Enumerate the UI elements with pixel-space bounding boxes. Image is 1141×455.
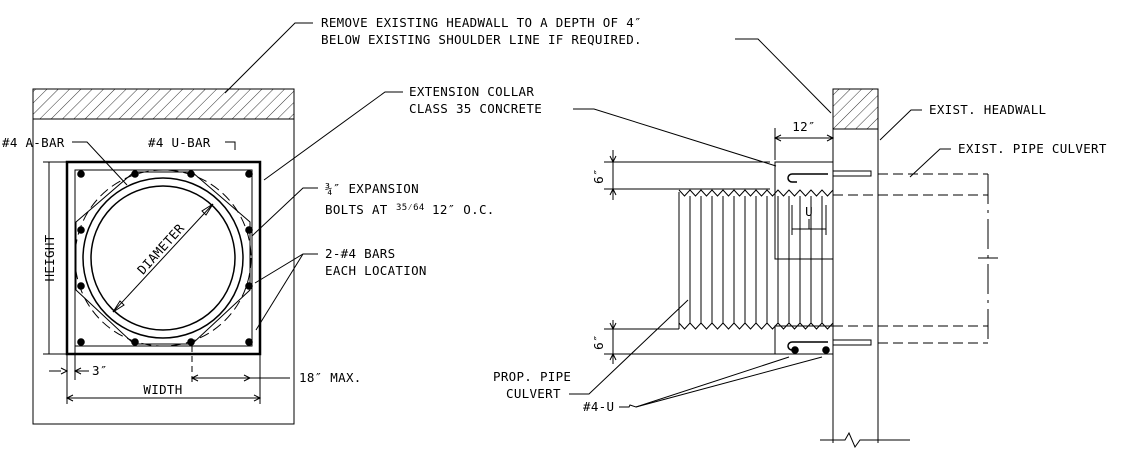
bars-note-leader-2 xyxy=(255,253,304,331)
exist-pipe-label: EXIST. PIPE CULVERT xyxy=(958,141,1107,156)
twelve-in-label: 12″ xyxy=(792,119,815,134)
u-dim-label: U xyxy=(805,204,813,219)
collar-note-leader-right xyxy=(573,108,777,167)
pipe-outer-circle xyxy=(82,177,244,339)
exist-pipe-leader xyxy=(909,148,951,178)
bars-note-line1: 2-#4 BARS xyxy=(325,246,395,261)
section-view: U 12″ 6″ xyxy=(493,88,1107,449)
exist-headwall-label: EXIST. HEADWALL xyxy=(929,102,1046,117)
u4-label: #4-U xyxy=(583,399,614,414)
exist-headwall-leader xyxy=(879,109,922,141)
u-bar-label: #4 U-BAR xyxy=(148,135,211,150)
collar-top-block xyxy=(774,161,833,260)
collar-note-line2: CLASS 35 CONCRETE xyxy=(409,101,542,116)
prop-pipe-label-2: CULVERT xyxy=(506,386,561,401)
diameter-label: DIAMETER xyxy=(134,221,187,278)
collar-bottom-block xyxy=(774,325,833,355)
expansion-note-line1: ¾″ EXPANSION xyxy=(325,181,419,196)
u-bar-leader xyxy=(225,141,236,150)
wall-outline-front xyxy=(32,119,295,425)
height-label: HEIGHT xyxy=(42,234,57,281)
max18-label: 18″ MAX. xyxy=(299,370,362,385)
u4-leader xyxy=(619,356,790,408)
a-bar-label: #4 A-BAR xyxy=(2,135,65,150)
remove-note-line1: REMOVE EXISTING HEADWALL TO A DEPTH OF 4… xyxy=(321,15,642,30)
six-top-label: 6″ xyxy=(591,168,606,184)
expansion-note-frac: 35⁄64 xyxy=(396,203,425,213)
bars-note-leader-1 xyxy=(254,253,318,284)
width-label: WIDTH xyxy=(143,382,182,397)
general-notes: REMOVE EXISTING HEADWALL TO A DEPTH OF 4… xyxy=(224,15,832,331)
front-elevation-view: DIAMETER HEIGHT 3″ xyxy=(2,88,362,425)
expansion-note-spacing: 12″ O.C. xyxy=(432,202,495,217)
rebar-hook-top xyxy=(787,173,828,183)
diameter-dimension-line xyxy=(112,203,214,313)
pipe-inner-circle xyxy=(90,185,236,331)
collar-note-line1: EXTENSION COLLAR xyxy=(409,84,534,99)
a-bar-leader xyxy=(72,141,128,186)
remove-note-leader-left xyxy=(224,22,313,94)
bars-note-line2: EACH LOCATION xyxy=(325,263,427,278)
headwall-hatch-front xyxy=(32,88,295,120)
prop-pipe-leader xyxy=(569,299,689,395)
remove-note-line2: BELOW EXISTING SHOULDER LINE IF REQUIRED… xyxy=(321,32,642,47)
three-inch-label: 3″ xyxy=(92,363,108,378)
bolt-circle-dashed xyxy=(74,169,252,347)
prop-pipe-label-1: PROP. PIPE xyxy=(493,369,571,384)
collar-note-leader-left xyxy=(263,91,403,181)
remove-note-leader-right xyxy=(735,38,832,114)
headwall-hatch-section xyxy=(832,88,879,130)
collar-outline-front xyxy=(65,160,262,356)
expansion-note-bolts: BOLTS AT xyxy=(325,202,388,217)
expansion-note-leader xyxy=(251,187,318,237)
proposed-pipe-corrugated xyxy=(678,189,834,330)
six-bottom-label: 6″ xyxy=(591,334,606,350)
rebar-dots-front xyxy=(77,170,253,346)
